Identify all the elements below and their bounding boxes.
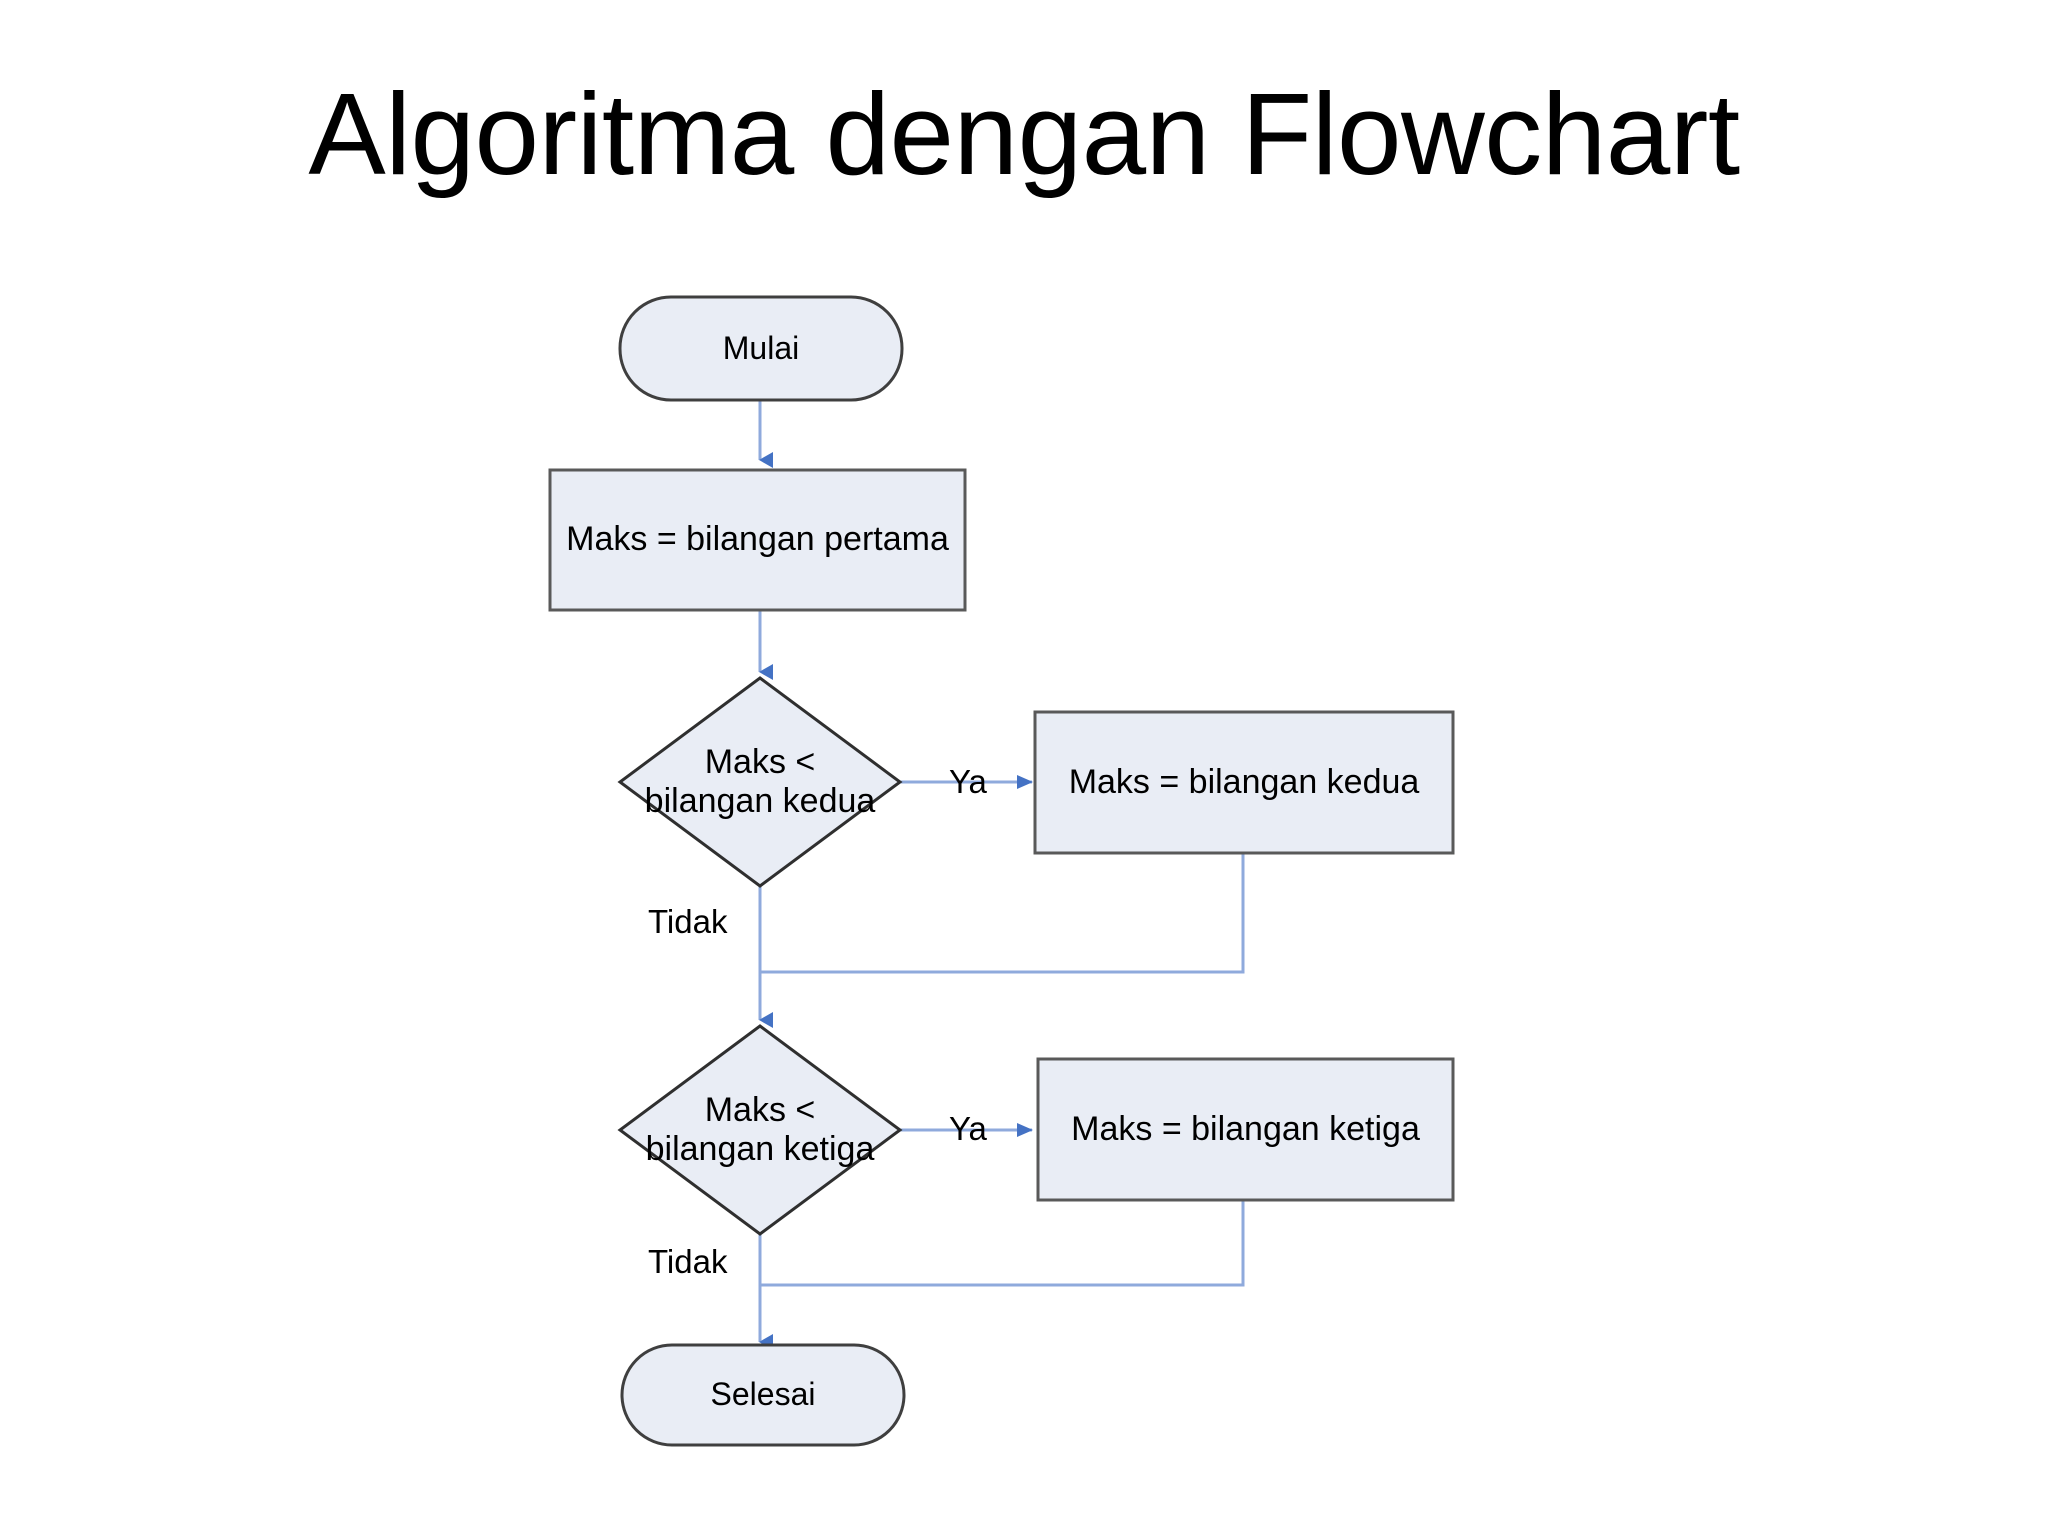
node-shape-end[interactable] — [620, 1343, 906, 1447]
edge-label-ya-1: Ya — [949, 763, 987, 800]
edge-label-ya-2: Ya — [949, 1110, 987, 1147]
node-shape-assign3[interactable] — [1036, 1057, 1455, 1202]
edge-label-tidak-1: Tidak — [648, 903, 728, 940]
node-shape-decision2[interactable] — [617, 1024, 903, 1236]
node-shape-assign2[interactable] — [1033, 710, 1455, 855]
connector-assign2-to-decision2 — [760, 852, 1245, 974]
edge-label-tidak-2: Tidak — [648, 1243, 728, 1280]
node-shape-decision1[interactable] — [617, 676, 903, 888]
node-shape-init[interactable] — [548, 468, 967, 612]
node-shape-start[interactable] — [618, 295, 904, 402]
page-title: Algoritma dengan Flowchart — [308, 69, 1740, 199]
connector-assign3-to-end — [760, 1200, 1245, 1287]
